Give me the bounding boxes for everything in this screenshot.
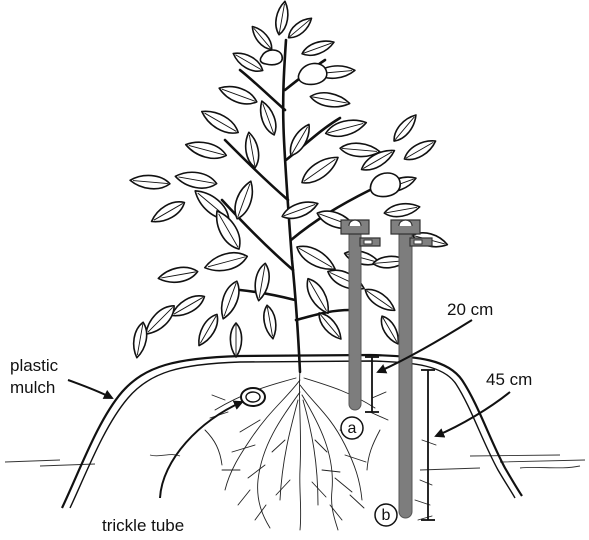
- depth-bracket-45cm: [421, 370, 435, 520]
- leaf: [362, 285, 398, 316]
- leaf: [324, 116, 368, 140]
- leaf: [390, 111, 420, 144]
- leaf: [298, 151, 343, 189]
- plastic-mulch-label-line2: mulch: [10, 378, 55, 397]
- trickle-tube: [241, 388, 265, 406]
- moisture-probe-a: [341, 220, 380, 410]
- plastic-mulch-label-line1: plastic: [10, 356, 59, 375]
- leaf: [203, 249, 250, 276]
- probe-a-label: a: [348, 420, 357, 437]
- leaf: [148, 197, 187, 227]
- leaf: [285, 14, 315, 41]
- leaf: [383, 201, 421, 219]
- leaf: [198, 105, 241, 138]
- leaf: [256, 99, 280, 137]
- mulch-arrow: [68, 380, 112, 398]
- trickle-tube-arrow: [160, 402, 242, 498]
- leaf: [243, 131, 261, 169]
- leaf: [217, 279, 244, 321]
- depth-20cm-label: 20 cm: [447, 300, 493, 319]
- leaf: [130, 174, 171, 191]
- trickle-tube-label: trickle tube: [102, 516, 184, 535]
- depth-45cm-label: 45 cm: [486, 370, 532, 389]
- plastic-mulch-bed: [62, 355, 522, 508]
- leaf: [131, 321, 149, 359]
- depth-bracket-20cm: [365, 357, 379, 412]
- leaf: [274, 0, 291, 35]
- leaf: [194, 311, 223, 348]
- leaf: [262, 304, 279, 339]
- leaf: [280, 197, 320, 222]
- probe-a-marker: a: [341, 417, 363, 439]
- soil-area: [5, 455, 585, 470]
- leaf: [252, 262, 272, 302]
- leaf: [157, 265, 199, 286]
- leaf: [401, 136, 438, 165]
- leaf: [315, 309, 345, 342]
- leaf: [300, 37, 336, 59]
- leaf: [217, 82, 259, 109]
- probe-b-marker: b: [375, 504, 397, 526]
- leaf: [309, 90, 351, 110]
- leaf: [248, 23, 275, 53]
- leaf: [184, 138, 228, 162]
- leaf: [174, 169, 218, 191]
- leaf: [230, 323, 241, 357]
- probe-b-label: b: [382, 507, 391, 524]
